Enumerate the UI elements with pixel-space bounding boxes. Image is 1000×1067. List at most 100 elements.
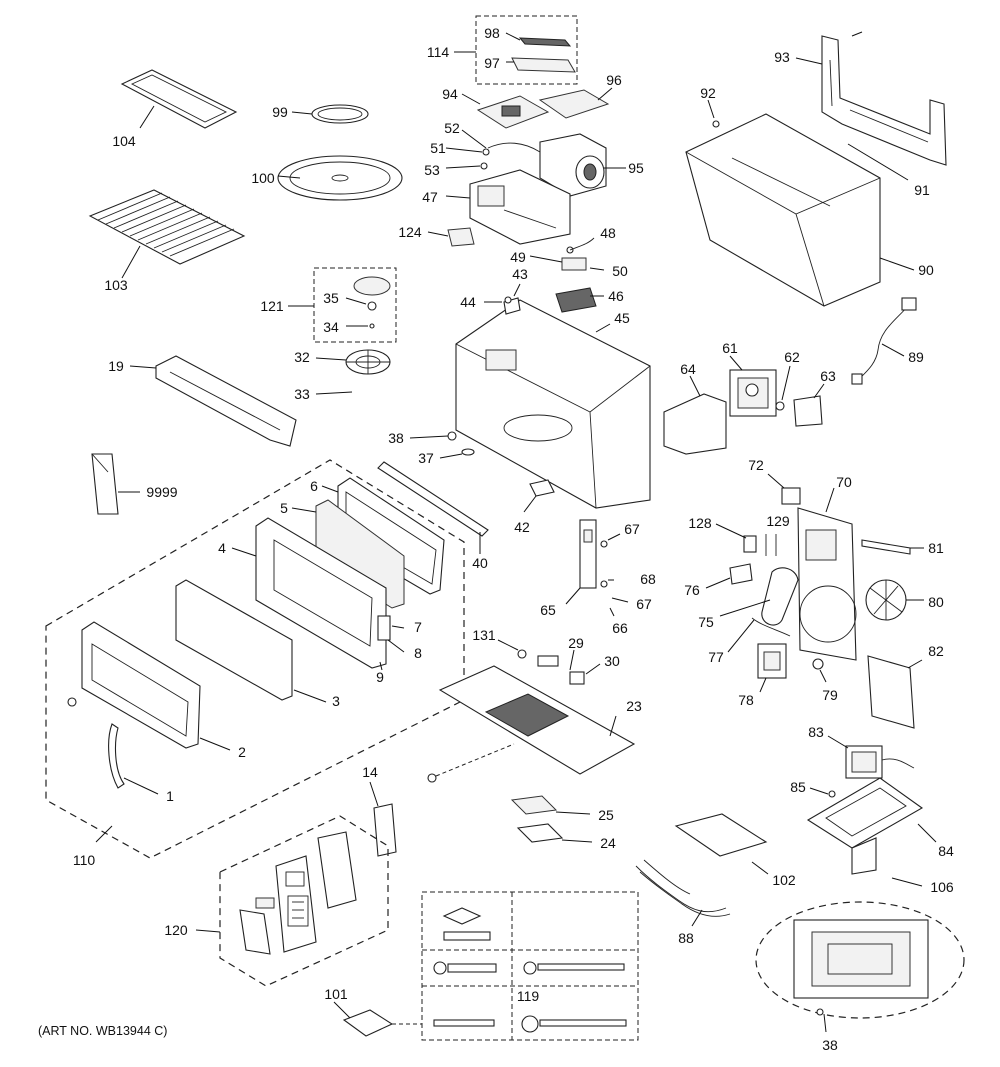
callout-3: 3 [332,693,340,709]
callout-67-top: 67 [624,521,640,537]
callout-52: 52 [444,120,460,136]
callout-104: 104 [112,133,136,149]
callout-101: 101 [324,986,348,1002]
parts-29-30-131 [497,639,601,685]
callout-45: 45 [614,310,630,326]
callout-5: 5 [280,500,288,516]
part-95-fan-motor [539,133,626,197]
callout-76: 76 [684,582,700,598]
parts-48-49-50 [529,237,605,271]
callout-93: 93 [774,49,790,65]
part-83-transformer [827,735,915,779]
part-102-filter [674,813,769,875]
callout-102: 102 [772,872,796,888]
callout-40: 40 [472,555,488,571]
part-81-bracket [861,539,924,555]
part-19-control-panel-trim [129,355,297,447]
callout-6: 6 [310,478,318,494]
callout-9: 9 [376,669,384,685]
part-89-power-cord [851,297,917,385]
part-93-mounting-plate [795,31,947,166]
callout-35: 35 [323,290,339,306]
callout-62: 62 [784,349,800,365]
callout-53: 53 [424,162,440,178]
part-70-control-bracket [797,487,857,661]
callout-110: 110 [72,852,96,868]
part-40-choke-seal [377,461,489,554]
callout-90: 90 [918,262,934,278]
callout-2: 2 [238,744,246,760]
callout-78: 78 [738,692,754,708]
hardware-grid [421,891,639,1041]
callout-128: 128 [688,515,712,531]
part-100-glass-turntable [277,155,403,201]
callout-9999: 9999 [146,484,178,500]
callout-43: 43 [512,266,528,282]
part-47-blower-housing [445,169,571,245]
callout-29: 29 [568,635,584,651]
callout-25: 25 [598,807,614,823]
callout-100: 100 [251,170,275,186]
callout-44: 44 [460,294,476,310]
callout-38-top: 38 [388,430,404,446]
parts-78-79 [757,643,827,693]
part-88-wire-harness [635,859,731,927]
callout-124: 124 [398,224,422,240]
callout-42: 42 [514,519,530,535]
part-32-roller-guide [315,349,391,395]
callout-48: 48 [600,225,616,241]
part-80-fan-blade [865,579,924,621]
callout-63: 63 [820,368,836,384]
callout-64: 64 [680,361,696,377]
callout-91: 91 [914,182,930,198]
callout-4: 4 [218,540,226,556]
callout-95: 95 [628,160,644,176]
callout-50: 50 [612,263,628,279]
callout-96: 96 [606,72,622,88]
part-104-charcoal-filter [120,69,238,129]
callout-49: 49 [510,249,526,265]
callout-98: 98 [484,25,500,41]
part-61-magnetron [729,355,777,417]
part-64-waveguide [663,375,727,455]
callout-106: 106 [930,879,954,895]
cavity-assembly [455,283,651,509]
parts-65-66-67-68-interlock [565,519,629,617]
part-103-oven-rack [88,189,246,279]
callout-103: 103 [104,277,128,293]
callout-120: 120 [164,922,188,938]
parts-72-128-129 [715,473,801,556]
callout-14: 14 [362,764,378,780]
part-82-duct [867,655,923,729]
parts-75-76-77 [705,563,799,653]
callout-80: 80 [928,594,944,610]
callout-72: 72 [748,457,764,473]
callout-70: 70 [836,474,852,490]
inset-bottom-view [755,901,965,1033]
part-94-96-vent-parts [461,87,613,129]
callout-68: 68 [640,571,656,587]
callout-23: 23 [626,698,642,714]
callout-47: 47 [422,189,438,205]
part-84-base-plate [806,777,937,887]
part-90-outer-case [685,99,915,307]
art-number: (ART NO. WB13944 C) [38,1024,168,1038]
callout-85: 85 [790,779,806,795]
callout-37: 37 [418,450,434,466]
callout-33: 33 [294,386,310,402]
part-124-grille [427,227,475,247]
callout-7: 7 [414,619,422,635]
callout-65: 65 [540,602,556,618]
callout-83: 83 [808,724,824,740]
callout-131: 131 [472,627,496,643]
callout-88: 88 [678,930,694,946]
callout-8: 8 [414,645,422,661]
callout-30: 30 [604,653,620,669]
part-23-bottom-plate [438,665,636,775]
parts-37-38-42 [409,431,555,513]
callout-99: 99 [272,104,288,120]
callout-66: 66 [612,620,628,636]
callout-61: 61 [722,340,738,356]
callout-121: 121 [260,298,284,314]
